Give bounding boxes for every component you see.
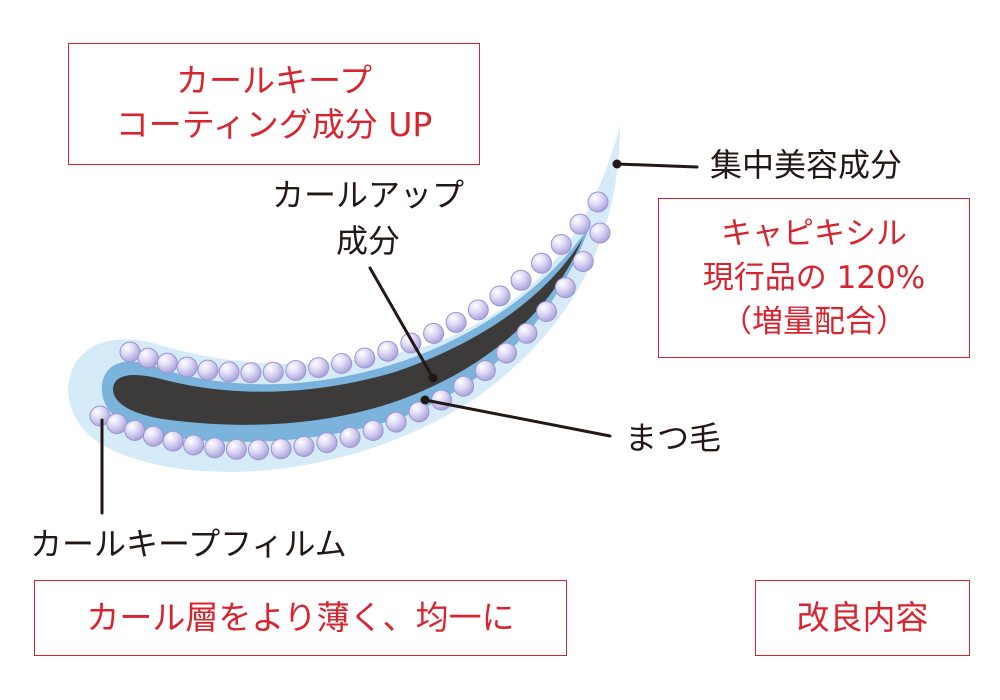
improvement-box: 改良内容: [755, 580, 970, 656]
ingredient-bead: [143, 425, 164, 447]
leader-line-beauty: [615, 162, 699, 169]
ingredient-bead: [225, 438, 247, 460]
ingredient-bead: [106, 413, 128, 435]
ingredient-bead: [589, 222, 611, 244]
curl-keep-coating-box: カールキープ コーティング成分 UP: [68, 43, 480, 165]
ingredient-bead: [431, 389, 452, 411]
curl-up-label-line2: 成分: [335, 222, 400, 260]
ingredient-bead: [270, 438, 292, 460]
ingredient-bead: [308, 357, 330, 379]
ingredient-bead: [474, 360, 496, 382]
ingredient-bead: [197, 359, 219, 381]
ingredient-bead: [262, 361, 284, 383]
ingredient-bead: [554, 277, 576, 299]
leader-dot-curl-up: [428, 373, 438, 383]
capixyl-line1: キャピキシル: [721, 216, 907, 252]
ingredient-bead: [510, 269, 532, 291]
ingredient-bead: [119, 341, 141, 363]
ingredient-bead: [516, 322, 538, 344]
ingredient-bead: [137, 347, 159, 369]
leader-line-curl-up: [368, 266, 435, 380]
ingredient-bead: [467, 299, 489, 321]
ingredient-bead: [569, 213, 591, 235]
thin-even-layer-box: カール層をより薄く、均一に: [34, 580, 567, 656]
ingredient-bead: [156, 352, 178, 374]
ingredient-bead: [408, 401, 430, 423]
capixyl-line3: （増量配合）: [721, 304, 907, 340]
ingredient-bead: [331, 353, 353, 374]
eyelash: [112, 238, 584, 425]
capixyl-line2: 現行品の 120%: [702, 260, 926, 296]
leader-dot-beauty: [612, 159, 622, 169]
ingredient-bead: [218, 361, 240, 383]
ingredient-bead: [285, 360, 307, 381]
ingredient-bead: [531, 252, 552, 274]
ingredient-bead: [572, 251, 594, 272]
eyelash-label: まつ毛: [625, 419, 722, 457]
ingredient-bead: [587, 191, 609, 213]
ingredient-bead: [536, 301, 557, 322]
curl-keep-film-label: カールキープフィルム: [30, 525, 347, 563]
ingredient-bead: [183, 434, 205, 456]
ingredient-bead: [162, 430, 184, 452]
ingredient-bead: [248, 439, 269, 461]
curl-up-label-line1: カールアップ: [271, 176, 464, 214]
ingredient-bead: [377, 340, 399, 362]
leader-line-lash: [423, 398, 612, 438]
ingredient-bead: [423, 322, 445, 344]
ingredient-bead: [362, 420, 384, 441]
ingredient-bead: [339, 426, 361, 448]
curl-keep-coating-line1: カールキープ: [175, 61, 373, 100]
ingredient-bead: [240, 362, 262, 384]
capixyl-box: キャピキシル 現行品の 120% （増量配合）: [658, 198, 970, 358]
ingredient-bead: [176, 356, 198, 378]
curl-keep-film: [101, 225, 590, 442]
ingredient-bead: [489, 285, 511, 307]
ingredient-bead: [453, 375, 475, 397]
ingredient-bead: [445, 311, 467, 333]
leader-dot-lash: [420, 395, 430, 405]
ingredient-bead: [316, 432, 338, 454]
ingredient-bead: [385, 411, 407, 433]
thin-even-layer-text: カール層をより薄く、均一に: [86, 598, 515, 637]
beauty-ingredient-label: 集中美容成分: [710, 146, 903, 184]
ingredient-bead: [550, 233, 572, 255]
ingredient-bead: [204, 437, 226, 459]
ingredient-bead: [293, 435, 315, 457]
improvement-text: 改良内容: [796, 598, 929, 637]
ingredient-bead: [354, 347, 376, 369]
curl-up-ingredient-label: カールアップ 成分: [238, 172, 498, 264]
curl-keep-coating-line2: コーティング成分 UP: [115, 105, 433, 144]
ingredient-bead: [124, 419, 146, 441]
ingredient-bead: [495, 342, 517, 364]
curl-up-ingredient-beads: [89, 191, 611, 461]
